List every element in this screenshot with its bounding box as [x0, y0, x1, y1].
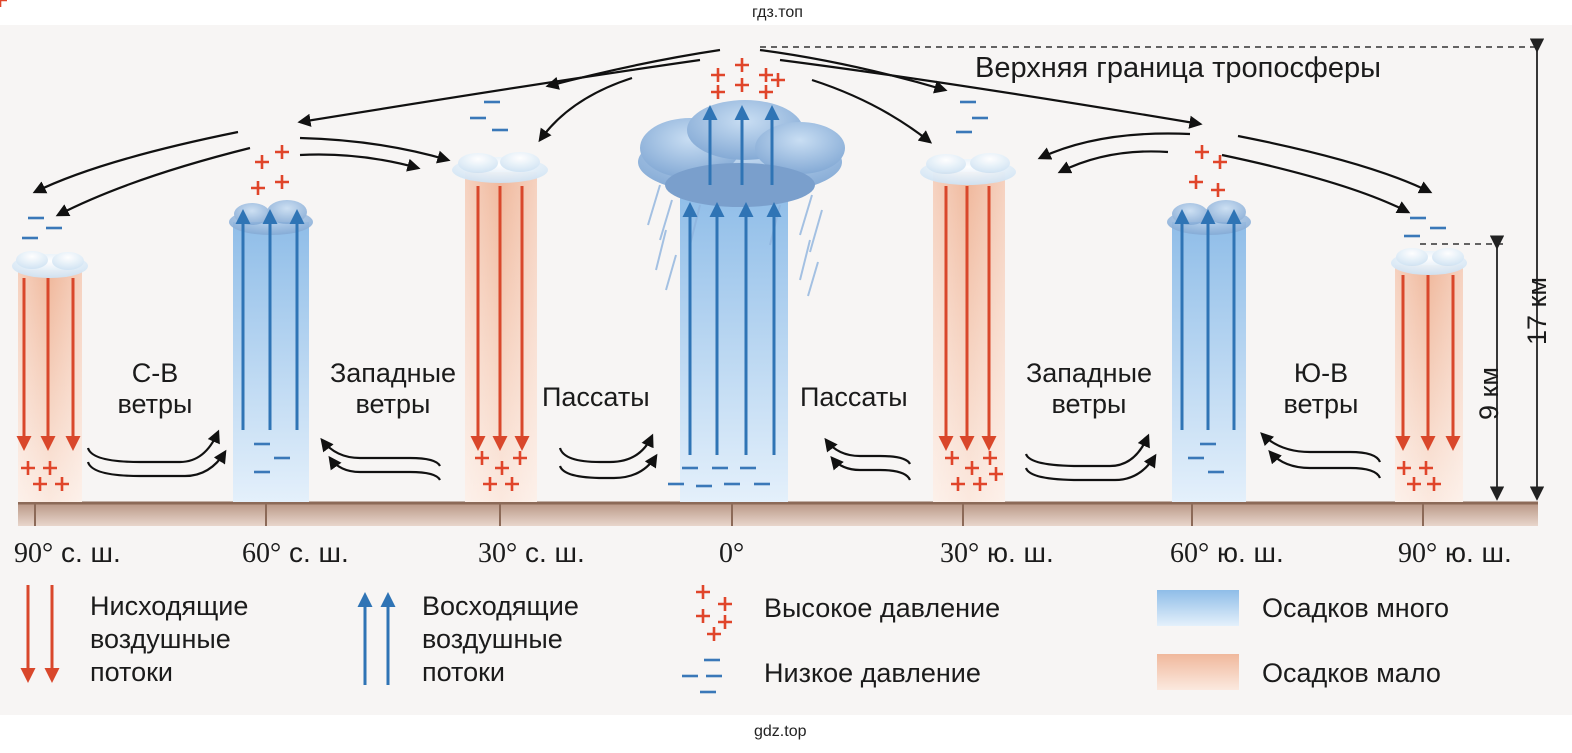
high-pressure-plus — [275, 175, 289, 189]
height-total-label: 17 км — [1522, 277, 1552, 345]
latitude-0: 0° — [719, 538, 745, 569]
high-pressure-plus — [1189, 175, 1203, 189]
watermark-top: гдз.топ — [752, 4, 803, 21]
latitude-90n: 90° с. ш. — [14, 537, 121, 569]
ascending-arrows — [235, 105, 1242, 455]
legend-little-precip-swatch — [1157, 654, 1239, 690]
high-pressure-plus — [989, 467, 1003, 481]
latitude-30n: 30° с. ш. — [478, 537, 585, 569]
high-pressure-plus — [1213, 155, 1227, 169]
high-pressure-plus — [759, 85, 773, 99]
upper-wind-arrows — [32, 48, 1433, 217]
low-pressure-symbols — [22, 100, 1446, 694]
high-pressure-plus — [711, 68, 725, 82]
watermark-bottom: gdz.top — [754, 723, 807, 740]
high-pressure-plus — [983, 451, 997, 465]
high-pressure-plus — [55, 477, 69, 491]
high-pressure-plus — [945, 451, 959, 465]
high-pressure-plus — [483, 477, 497, 491]
high-pressure-plus — [33, 477, 47, 491]
high-pressure-plus — [771, 73, 785, 87]
legend-little-precip-text: Осадков мало — [1262, 658, 1441, 688]
high-pressure-plus — [495, 461, 509, 475]
surface-wind-arrows — [86, 429, 1382, 482]
high-pressure-plus — [1195, 145, 1209, 159]
high-pressure-plus — [505, 477, 519, 491]
high-pressure-marks — [0, 0, 7, 7]
high-pressure-plus — [718, 597, 732, 611]
high-pressure-plus — [1427, 477, 1441, 491]
high-pressure-plus — [759, 68, 773, 82]
high-pressure-plus — [696, 585, 710, 599]
high-pressure-plus — [711, 85, 725, 99]
latitude-90s: 90° ю. ш. — [1398, 537, 1512, 569]
high-pressure-plus — [696, 609, 710, 623]
legend-high-pressure-text: Высокое давление — [764, 593, 1001, 623]
high-pressure-plus — [513, 451, 527, 465]
latitude-60s: 60° ю. ш. — [1170, 537, 1284, 569]
high-pressure-plus — [1397, 461, 1411, 475]
high-pressure-plus — [735, 78, 749, 92]
tropopause-label: Верхняя граница тропосферы — [975, 52, 1381, 84]
high-pressure-plus — [973, 477, 987, 491]
high-pressure-plus — [707, 627, 721, 641]
high-pressure-plus — [275, 145, 289, 159]
high-pressure-plus — [255, 155, 269, 169]
high-pressure-plus — [1211, 183, 1225, 197]
high-pressure-plus — [735, 58, 749, 72]
height-polar-label: 9 км — [1474, 367, 1504, 420]
ground-strip — [18, 502, 1538, 526]
high-pressure-symbols — [21, 58, 1441, 641]
legend-descending-icon — [20, 585, 60, 683]
descending-arrows — [16, 186, 1461, 451]
high-pressure-plus — [251, 181, 265, 195]
legend-much-precip-swatch — [1157, 590, 1239, 626]
wind-trade-south-label: Пассаты — [800, 382, 908, 412]
legend-low-pressure-text: Низкое давление — [764, 658, 981, 688]
high-pressure-plus — [475, 451, 489, 465]
high-pressure-plus — [1407, 477, 1421, 491]
dry-column-30s — [933, 172, 1005, 502]
high-pressure-plus — [951, 477, 965, 491]
latitude-30s: 30° ю. ш. — [940, 537, 1054, 569]
legend-ascending-icon — [357, 592, 396, 685]
high-pressure-plus — [718, 615, 732, 629]
high-pressure-plus — [21, 461, 35, 475]
wind-trade-north-label: Пассаты — [542, 382, 650, 412]
latitude-60n: 60° с. ш. — [242, 537, 349, 569]
high-pressure-plus — [1419, 461, 1433, 475]
high-pressure-plus — [965, 461, 979, 475]
legend-much-precip-text: Осадков много — [1262, 593, 1450, 623]
high-pressure-plus — [43, 461, 57, 475]
